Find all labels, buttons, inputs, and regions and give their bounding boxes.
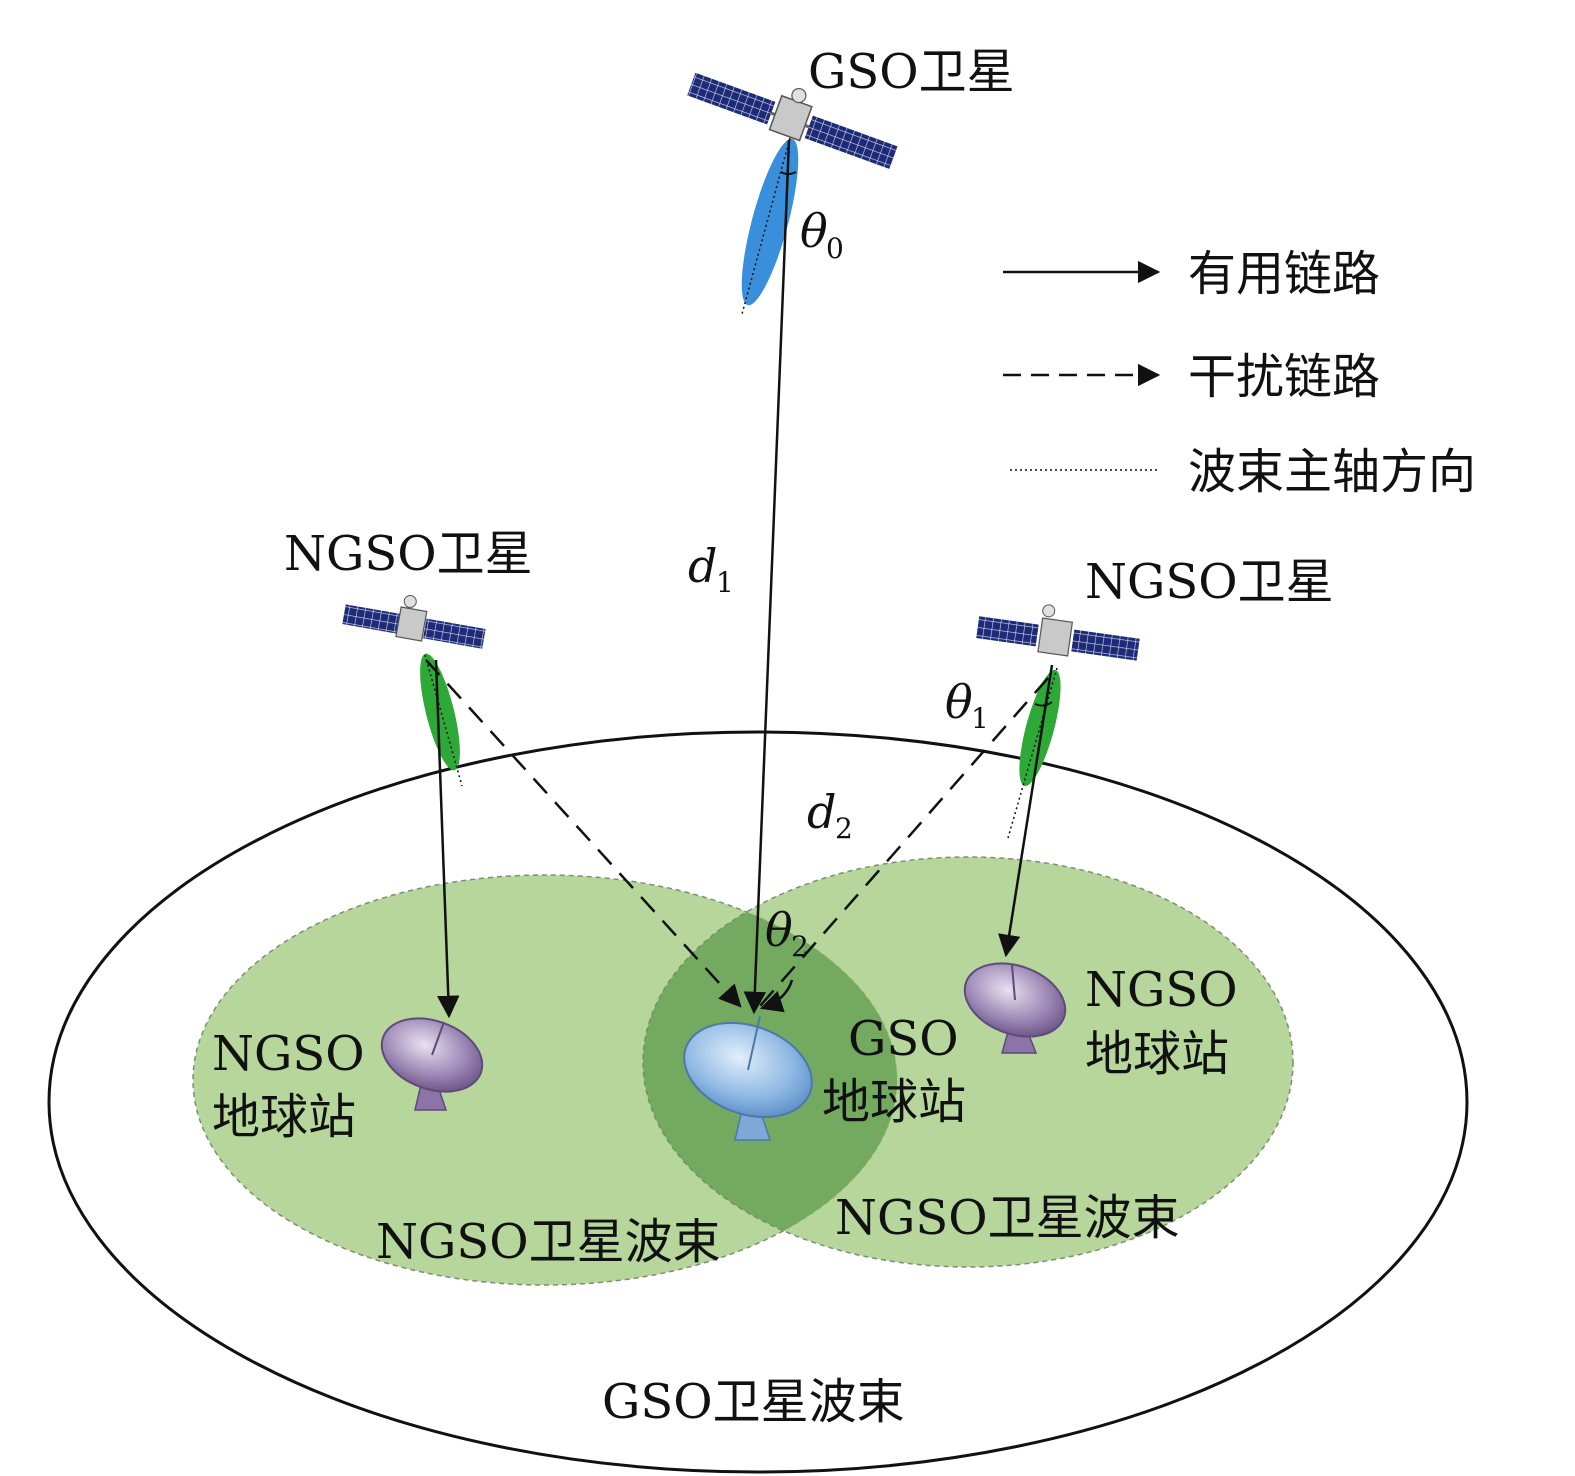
ngso-earth-station-right-icon (963, 962, 1067, 1054)
d2-subscript: 2 (835, 812, 853, 845)
gso-beam-ellipse (47, 730, 1469, 1474)
theta1-subscript: 1 (971, 702, 989, 735)
ngso-beam-left-label: NGSO卫星波束 (376, 1214, 721, 1270)
d2-symbol: d (807, 785, 836, 839)
theta0-subscript: 0 (826, 232, 844, 265)
ngso-satellite-right-icon (976, 604, 1140, 661)
useful-link-ngso-right (998, 664, 1054, 958)
ngso-station-right-label-line2: 地球站 (1085, 1026, 1229, 1082)
interference-link-left (425, 659, 742, 1008)
ngso-beam-lobe-right (1019, 669, 1061, 787)
useful-link-ngso-left (434, 659, 460, 1019)
gso-station-label-line1: GSO (848, 1011, 959, 1067)
gso-beam-label: GSO卫星波束 (602, 1374, 905, 1430)
gso-beam-lobe (741, 138, 799, 306)
ngso-earth-station-left-icon (380, 1017, 484, 1111)
gso-satellite-icon (687, 72, 898, 169)
theta1-symbol: θ (945, 675, 973, 729)
theta2-subscript: 2 (791, 930, 809, 963)
ngso-satellite-left-label: NGSO卫星 (284, 526, 533, 582)
theta2-symbol: θ (765, 903, 793, 957)
legend-interference-link-label: 干扰链路 (1188, 349, 1380, 405)
ngso-station-right-label-line1: NGSO (1085, 962, 1238, 1018)
theta0-symbol: θ (800, 204, 828, 258)
ngso-satellite-left-icon (342, 594, 486, 649)
beam-overlap-region (643, 875, 897, 1267)
useful-link-gso (743, 139, 791, 1015)
ngso-satellite-right-label: NGSO卫星 (1085, 554, 1334, 610)
gso-earth-station-icon (683, 1015, 813, 1141)
d1-subscript: 1 (716, 566, 734, 599)
legend-beam-axis-label: 波束主轴方向 (1188, 444, 1476, 500)
theta2-arc (759, 979, 794, 1013)
legend-useful-link-label: 有用链路 (1188, 246, 1380, 302)
ngso-station-left-label-line2: 地球站 (212, 1089, 356, 1145)
ngso-beam-right-label: NGSO卫星波束 (835, 1190, 1180, 1246)
theta1-arc (1034, 701, 1053, 707)
ngso-beam-lobe-left (420, 653, 460, 771)
gso-station-label-line2: 地球站 (822, 1074, 966, 1130)
gso-beam-axis (741, 137, 791, 315)
interference-link-right (759, 677, 1049, 1007)
gso-satellite-label: GSO卫星 (808, 44, 1015, 100)
ngso-station-left-label-line1: NGSO (212, 1026, 365, 1082)
d1-symbol: d (688, 539, 717, 593)
legend: 有用链路 干扰链路 波束主轴方向 (1003, 246, 1476, 500)
